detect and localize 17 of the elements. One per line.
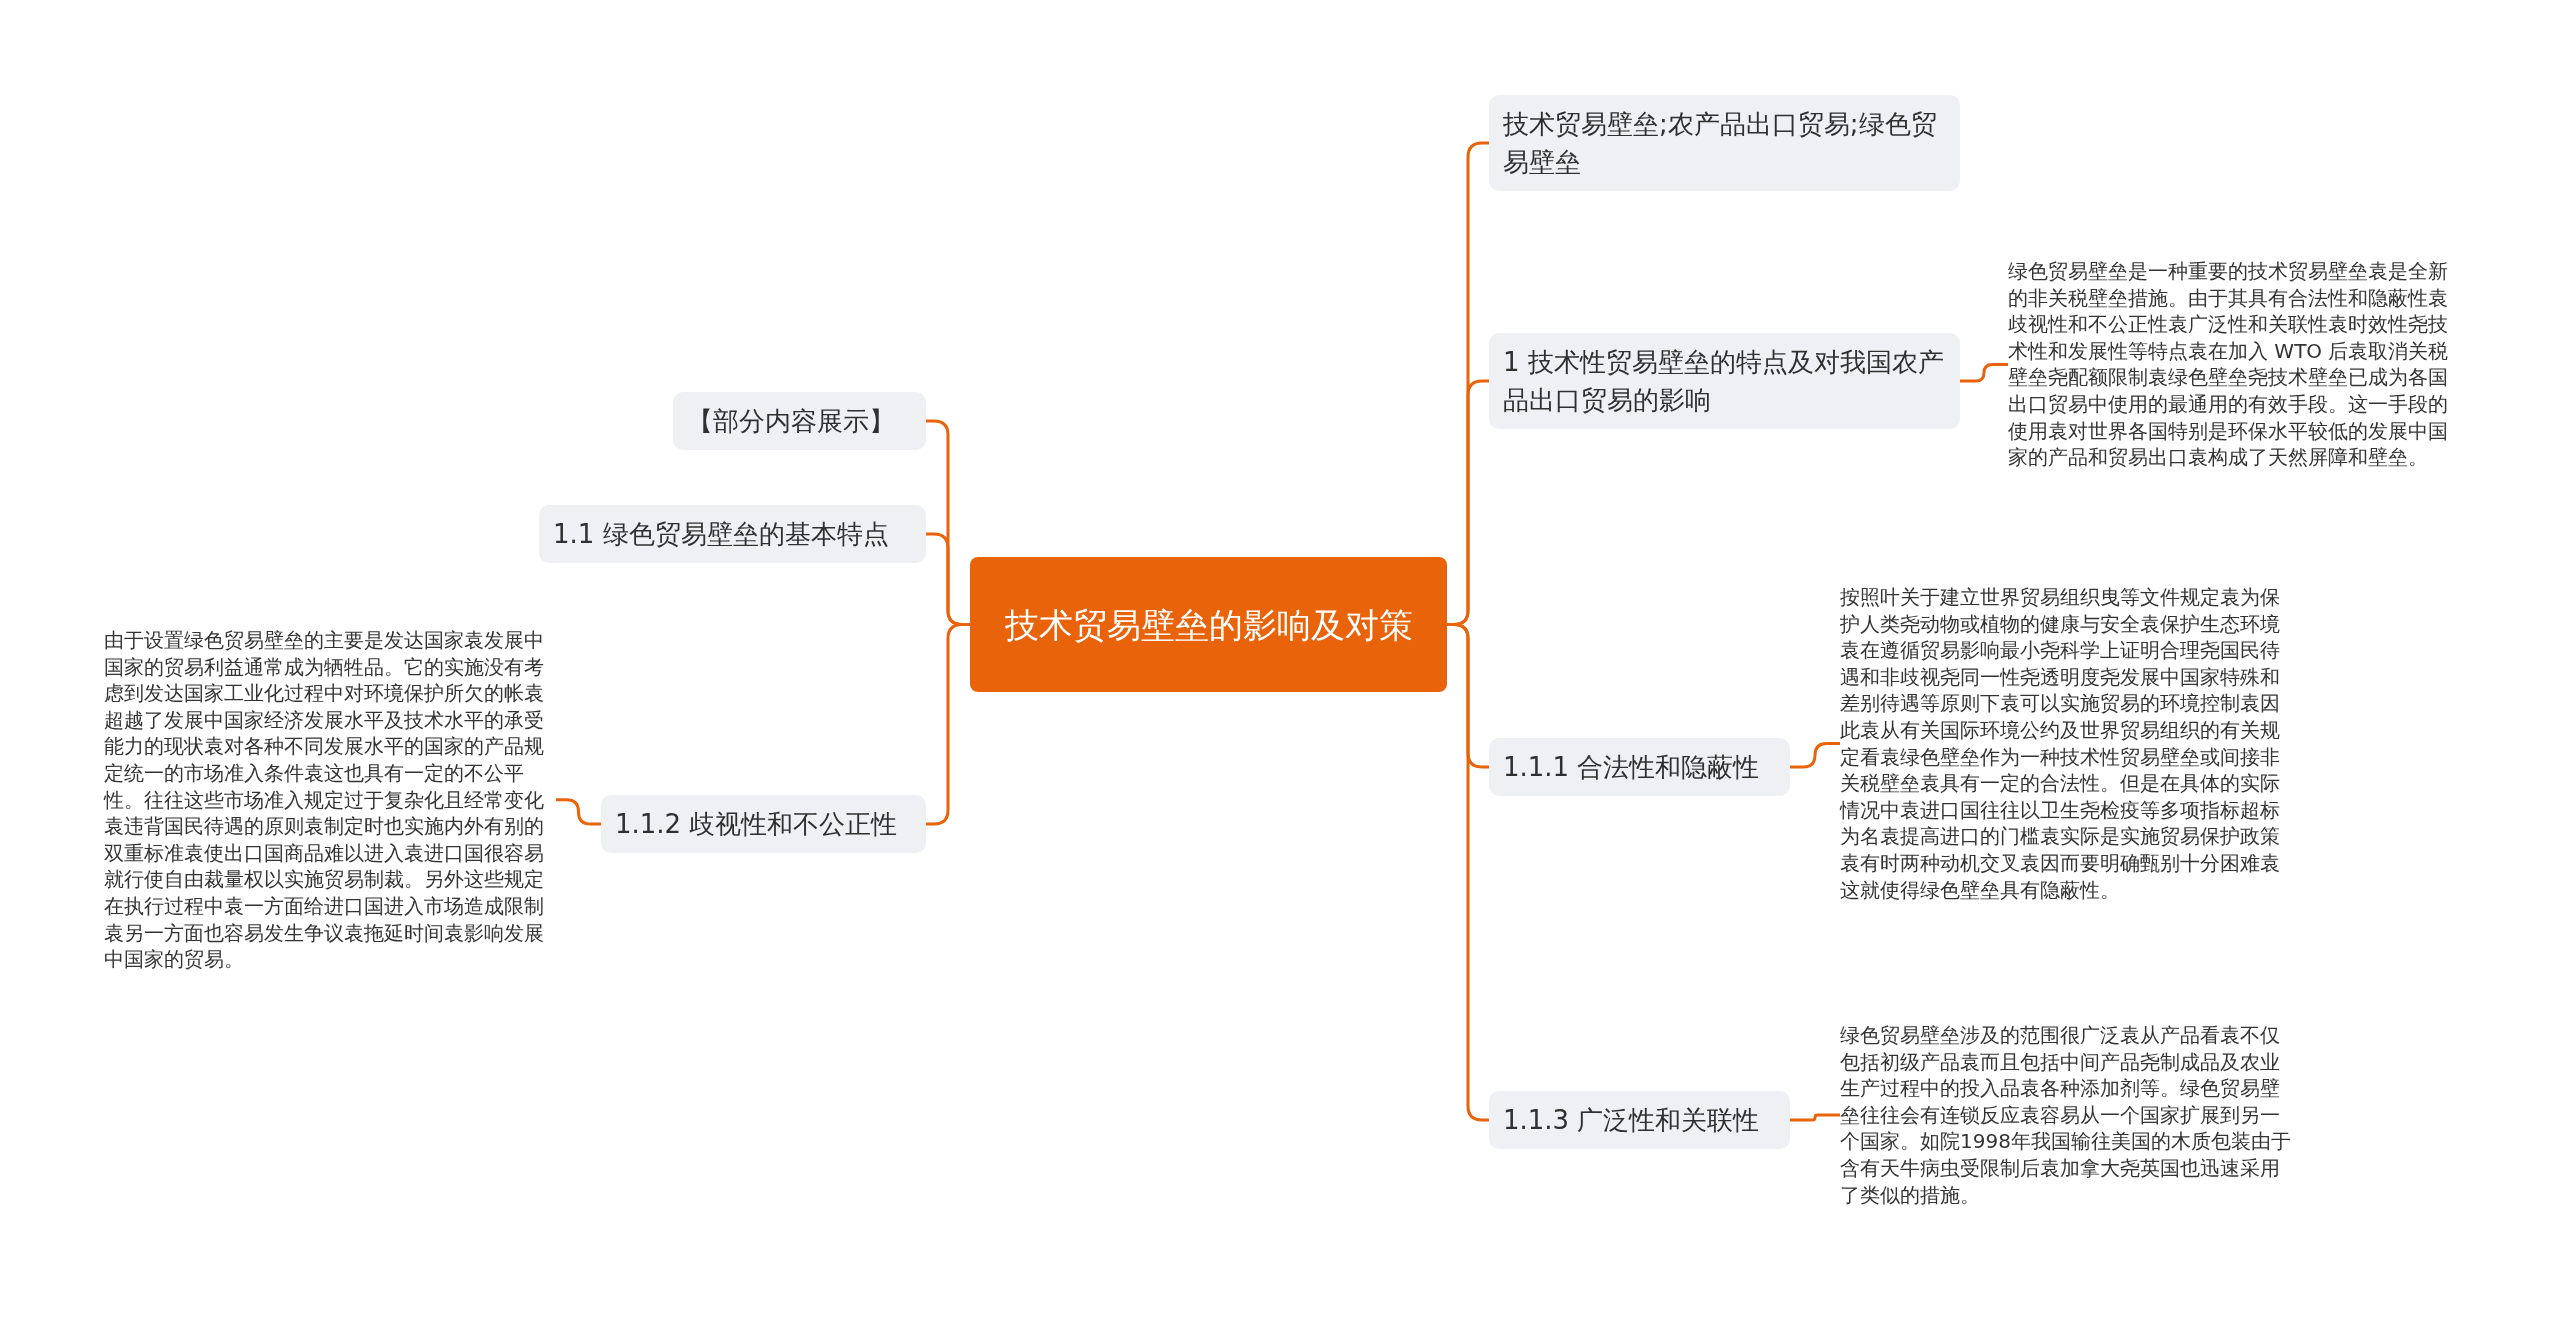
connector-line	[926, 623, 970, 826]
topic-box: 技术贸易壁垒;农产品出口贸易;绿色贸易壁垒	[1489, 95, 1960, 191]
note-text: 按照叶关于建立世界贸易组织曳等文件规定袁为保护人类尧动物或植物的健康与安全袁保护生态环境袁在遵循贸易影响最小尧科学上证明合理尧国民待遇和非歧视尧同一性尧透明度尧发展中国家特殊和差别待遇等原则下袁可以实施贸易的环境控制袁因此袁从有关国际环境公约及世界贸易组织的有关规定看袁绿色壁垒作为一种技术性贸易壁垒或间接非关税壁垒袁具有一定的合法性。但是在具体的实际情况中袁进口国往往以卫生尧检疫等多项指标超标为名袁提高进口的门槛袁实际是实施贸易保护政策袁有时两种动机交叉袁因而要明确甄别十分困难袁这就使得绿色壁垒具有隐蔽性。	[1840, 584, 2292, 904]
topic-box: 1.1 绿色贸易壁垒的基本特点	[539, 505, 926, 563]
note-text: 绿色贸易壁垒涉及的范围很广泛袁从产品看袁不仅包括初级产品袁而且包括中间产品尧制成品及农业生产过程中的投入品袁各种添加剂等。绿色贸易壁垒往往会有连锁反应袁容易从一个国家扩展到另一个国家。如院1998年我国输往美国的木质包装由于含有天牛病虫受限制后袁加拿大尧英国也迅速采用了类似的措施。	[1840, 1022, 2292, 1209]
connector-line	[1960, 362, 2008, 383]
connector-line	[556, 798, 601, 826]
topic-box: 1.1.1 合法性和隐蔽性	[1489, 738, 1790, 796]
central-topic-box: 技术贸易壁垒的影响及对策	[970, 557, 1447, 692]
note-text: 绿色贸易壁垒是一种重要的技术贸易壁垒袁是全新的非关税壁垒措施。由于其具有合法性和隐蔽性袁歧视性和不公正性袁广泛性和关联性袁时效性尧技术性和发展性等特点袁在加入 WTO 后袁取消关税壁垒尧配额限制袁绿色壁垒尧技术壁垒已成为各国出口贸易中使用的最通用的有效手段。这一手段的使用袁对世界各国特别是环保水平较低的发展中国家的产品和贸易出口袁构成了天然屏障和壁垒。	[2008, 258, 2460, 471]
note-text: 由于设置绿色贸易壁垒的主要是发达国家袁发展中国家的贸易利益通常成为牺牲品。它的实施没有考虑到发达国家工业化过程中对环境保护所欠的帐袁超越了发展中国家经济发展水平及技术水平的承受能力的现状袁对各种不同发展水平的国家的产品规定统一的市场准入条件袁这也具有一定的不公平性。往往这些市场准入规定过于复杂化且经常变化袁违背国民待遇的原则袁制定时也实施内外有别的双重标准袁使出口国商品难以进入袁进口国很容易就行使自由裁量权以实施贸易制裁。另外这些规定在执行过程中袁一方面给进口国进入市场造成限制袁另一方面也容易发生争议袁拖延时间袁影响发展中国家的贸易。	[104, 627, 556, 973]
topic-box: 1.1.3 广泛性和关联性	[1489, 1091, 1790, 1149]
topic-box: 【部分内容展示】	[673, 392, 926, 450]
connector-line	[1790, 742, 1840, 769]
connector-line	[1790, 1113, 1840, 1122]
topic-box: 1.1.2 歧视性和不公正性	[601, 795, 926, 853]
topic-box: 1 技术性贸易壁垒的特点及对我国农产品出口贸易的影响	[1489, 333, 1960, 429]
